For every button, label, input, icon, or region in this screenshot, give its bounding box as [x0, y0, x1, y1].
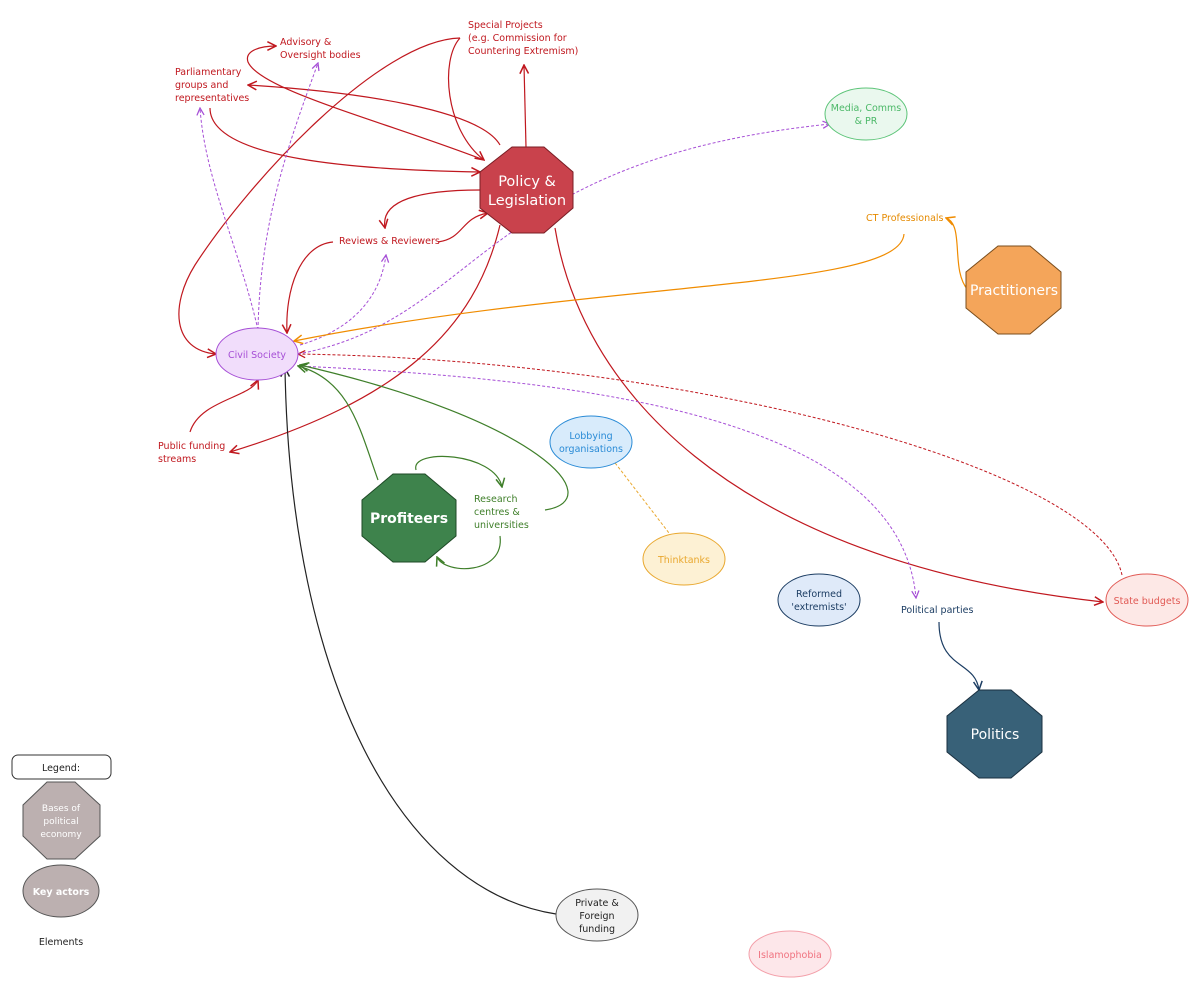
edge-thinktanks-lobbying: [609, 455, 679, 546]
element-reviews-reviewers[interactable]: Reviews & Reviewers: [339, 236, 440, 247]
element-political-parties[interactable]: Political parties: [901, 605, 974, 616]
actor-media-label: Media, Comms& PR: [831, 103, 902, 127]
edge-policy-to-public-funding: [230, 224, 501, 452]
edge-policy-to-state-budgets: [554, 227, 1103, 602]
base-practitioners[interactable]: Practitioners: [965, 245, 1062, 335]
actor-civil-society[interactable]: Civil Society: [215, 327, 299, 381]
base-politics-label: Politics: [971, 727, 1020, 743]
edge-special-projects-to-civil-society: [178, 37, 461, 354]
edge-policy-to-advisory: [246, 46, 485, 161]
element-ct-professionals[interactable]: CT Professionals: [866, 213, 944, 224]
actor-media-comms-pr[interactable]: Media, Comms& PR: [824, 87, 908, 141]
edge-civil-society-to-parliamentary: [200, 108, 259, 331]
edge-civil-society-to-advisory: [257, 63, 318, 331]
actor-islamophobia[interactable]: Islamophobia: [748, 930, 832, 978]
base-practitioners-label: Practitioners: [970, 283, 1058, 299]
edge-policy-to-parliamentary: [248, 85, 501, 146]
actor-thinktanks[interactable]: Thinktanks: [642, 532, 726, 586]
legend-title-box: [11, 754, 112, 780]
legend-bases-shape: [22, 781, 101, 860]
edge-public-funding-to-civil-society: [189, 380, 258, 433]
legend-actors-label: Key actors: [33, 887, 90, 898]
edge-state-budgets-to-civil-society: [298, 354, 1123, 576]
actor-reformed-extremists[interactable]: Reformed'extremists': [777, 573, 861, 627]
edge-civil-society-to-media: [297, 124, 830, 355]
edge-profiteers-to-research: [415, 455, 502, 487]
legend-actors-shape: [22, 864, 100, 918]
edges: [178, 37, 1123, 915]
legend-elements-label: Elements: [39, 937, 83, 948]
base-politics[interactable]: Politics: [946, 689, 1043, 779]
actor-civil-society-label: Civil Society: [228, 350, 286, 361]
actor-islamophobia-label: Islamophobia: [758, 950, 822, 961]
actor-state-budgets-label: State budgets: [1114, 596, 1181, 607]
edge-policy-to-reviews: [385, 189, 481, 228]
element-advisory-oversight[interactable]: Advisory &Oversight bodies: [280, 37, 361, 61]
edge-practitioners-to-ct-professionals: [946, 218, 969, 291]
edge-civil-society-to-political-parties: [297, 365, 916, 598]
edge-political-parties-to-politics: [938, 621, 979, 690]
edge-profiteers-to-civil-society: [298, 366, 379, 481]
edge-research-to-civil-society: [300, 365, 569, 511]
edge-civil-society-to-reviews: [299, 255, 386, 346]
actor-reformed-label: Reformed'extremists': [791, 589, 846, 613]
edge-policy-to-special-projects: [524, 65, 526, 148]
edge-ct-professionals-to-civil-society: [294, 233, 905, 341]
edge-private-funding-to-civil-society: [285, 368, 557, 915]
base-policy-label: Policy &Legislation: [488, 174, 566, 209]
edge-research-to-profiteers: [437, 535, 501, 570]
edge-reviews-to-civil-society: [287, 241, 334, 333]
actor-thinktanks-label: Thinktanks: [657, 555, 710, 566]
edge-reviews-to-policy: [437, 213, 488, 243]
actor-state-budgets[interactable]: State budgets: [1105, 573, 1189, 627]
edge-special-projects-to-policy: [447, 37, 484, 160]
edge-parliamentary-to-policy: [209, 107, 480, 172]
base-policy-legislation[interactable]: Policy &Legislation: [479, 146, 574, 234]
legend-title: Legend:: [42, 763, 80, 774]
base-profiteers-label: Profiteers: [370, 511, 448, 527]
base-profiteers[interactable]: Profiteers: [361, 473, 457, 563]
